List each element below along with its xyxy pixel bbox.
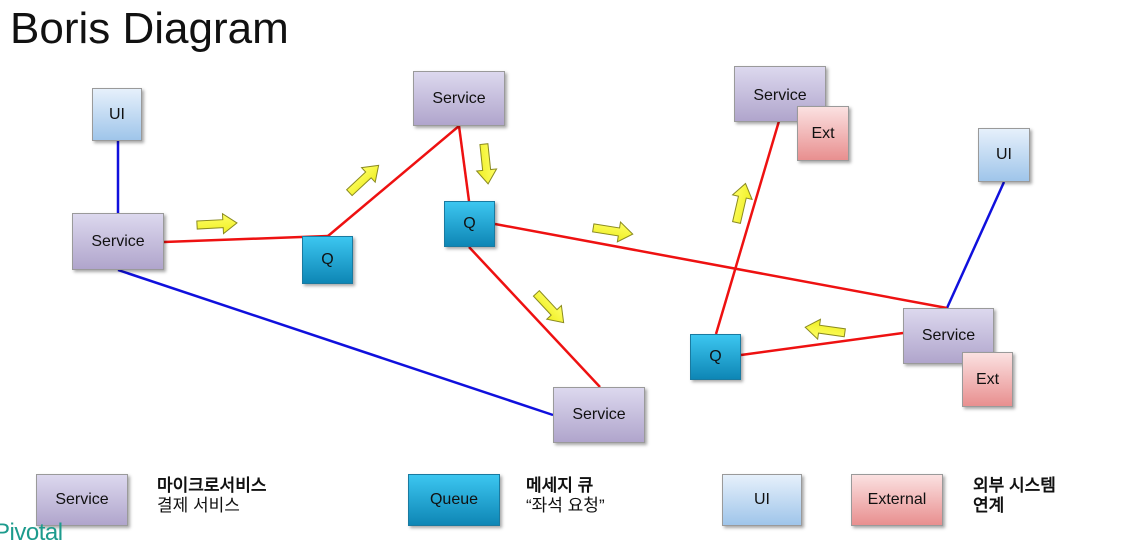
link-q2-to-service-right [494,222,948,310]
queue-node-q2[interactable]: Q [444,201,495,247]
ui-node-right[interactable]: UI [978,128,1030,182]
service-node-top[interactable]: Service [413,71,505,126]
link-service-left-to-service-bottom [117,268,554,417]
link-service-right-to-q3 [740,331,904,357]
link-q1-to-service-top [327,125,460,237]
link-service-left-to-q1 [163,234,329,244]
legend-external-text: 외부 시스템 연계 [973,476,1056,516]
flow-arrow [592,221,634,243]
link-q3-to-service-ext-top [714,120,781,335]
flow-arrow [196,212,238,235]
flow-arrow [475,143,498,185]
diagram-title: Boris Diagram [10,4,289,53]
service-node-bottom[interactable]: Service [553,387,645,443]
link-ui-right-to-service-right [945,181,1006,309]
legend-service-text: 마이크로서비스 결제 서비스 [157,476,266,516]
link-q2-to-service-bottom [468,246,601,388]
legend-external-desc: 연계 [973,496,1005,515]
legend-queue-swatch: Queue [408,474,500,526]
service-node-left[interactable]: Service [72,213,164,270]
ui-node-left[interactable]: UI [92,88,142,141]
external-node-right[interactable]: Ext [962,352,1013,407]
legend-queue-text: 메세지 큐 “좌석 요청” [526,476,605,516]
legend-queue-desc: “좌석 요청” [526,496,605,515]
queue-node-q3[interactable]: Q [690,334,741,380]
legend-external-title: 외부 시스템 [973,476,1056,495]
legend-external-swatch: External [851,474,943,526]
queue-node-q1[interactable]: Q [302,236,353,284]
flow-arrow [345,164,380,197]
legend-service-desc: 결제 서비스 [157,496,240,515]
flow-arrow [731,182,753,224]
flow-arrow [532,289,565,324]
flow-arrow [804,318,846,341]
external-node-top[interactable]: Ext [797,106,849,161]
legend-service-title: 마이크로서비스 [157,476,267,495]
pivotal-logo: Pivotal [0,519,63,546]
link-service-top-to-q2 [457,125,471,202]
legend-service-swatch: Service [36,474,128,526]
legend-ui-swatch: UI [722,474,802,526]
legend-queue-title: 메세지 큐 [526,476,594,495]
